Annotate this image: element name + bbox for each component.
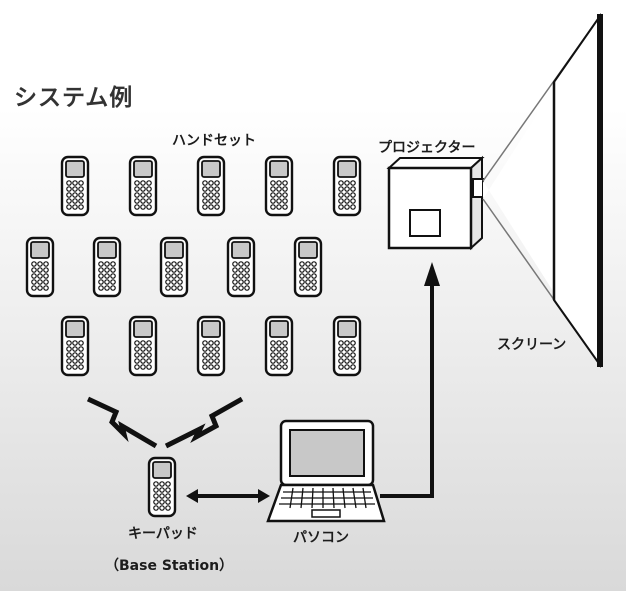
signal-bolt-right <box>164 396 244 449</box>
link-arrow-keypad-laptop <box>186 489 270 503</box>
projector-icon <box>386 155 485 251</box>
handset-icon <box>293 236 323 298</box>
signal-bolt-left <box>86 396 158 449</box>
handset-icon <box>226 236 256 298</box>
handset-icon <box>196 315 226 377</box>
handset-icon <box>92 236 122 298</box>
handset-icon <box>264 315 294 377</box>
link-arrow-laptop-projector <box>380 262 440 498</box>
handset-icon <box>25 236 55 298</box>
pc-label: パソコン <box>293 530 349 546</box>
handset-icon <box>264 155 294 217</box>
handset-icon <box>196 155 226 217</box>
projection-screen <box>482 12 603 369</box>
handset-icon <box>128 155 158 217</box>
handset-icon <box>332 315 362 377</box>
keypad-label: キーパッド <box>128 526 198 542</box>
handset-icon <box>159 236 189 298</box>
handset-icon <box>60 155 90 217</box>
projector-label: プロジェクター <box>378 140 476 156</box>
diagram-title: システム例 <box>14 85 134 111</box>
keypad-base-station <box>147 456 177 518</box>
screen-label: スクリーン <box>497 337 567 353</box>
handset-icon <box>332 155 362 217</box>
keypad-sublabel: （Base Station） <box>105 558 234 574</box>
handset-icon <box>128 315 158 377</box>
laptop-icon <box>266 419 386 523</box>
handset-icon <box>60 315 90 377</box>
handsets-label: ハンドセット <box>172 133 256 149</box>
